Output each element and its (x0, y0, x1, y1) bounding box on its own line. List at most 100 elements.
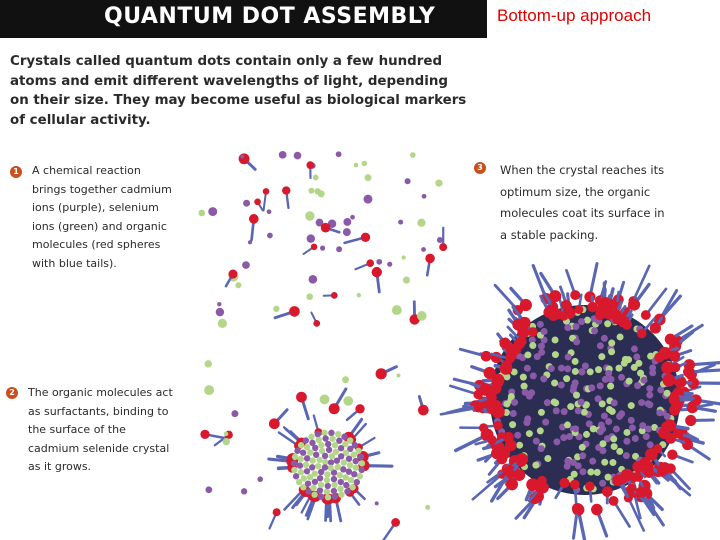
crystal-ion (357, 453, 365, 461)
crystal-ion (314, 430, 322, 438)
crystal-ion (588, 384, 596, 392)
crystal-ion (605, 369, 613, 377)
molecule-head (496, 453, 508, 465)
cadmium-ion (421, 247, 426, 252)
crystal-ion (321, 429, 328, 437)
cadmium-ion (315, 218, 324, 227)
crystal-ion (572, 323, 580, 331)
crystal-ion (571, 367, 579, 375)
crystal-ion (294, 447, 301, 454)
crystal-ion (325, 446, 333, 454)
crystal-ion (330, 487, 338, 495)
selenium-ion (342, 376, 349, 384)
crystal-ion (316, 475, 324, 482)
selenium-ion (401, 255, 406, 260)
crystal-ion (310, 484, 317, 491)
title-bar: QUANTUM DOT ASSEMBLY (0, 0, 487, 38)
crystal-ion (347, 476, 355, 484)
crystal-ion (338, 491, 345, 498)
molecule-head (371, 266, 382, 278)
crystal-ion (304, 480, 312, 487)
crystal-ion (557, 381, 565, 389)
crystal-ion (317, 481, 325, 489)
crystal-ion (599, 425, 607, 433)
molecule-head (330, 292, 338, 299)
crystal-ion (605, 418, 613, 426)
crystal-ion (630, 363, 638, 371)
cadmium-ion (267, 232, 273, 239)
crystal-ion (560, 408, 568, 416)
crystal-ion (334, 463, 341, 471)
crystal-ion (567, 403, 575, 411)
crystal-ion (524, 351, 532, 359)
crystal-ion (596, 342, 604, 350)
molecule-head (559, 477, 570, 489)
molecule-head (610, 309, 622, 321)
crystal-ion (317, 493, 325, 500)
crystal-ion (627, 402, 635, 410)
crystal-ion (341, 433, 348, 440)
crystal-ion (570, 470, 578, 478)
crystal-ion (312, 444, 319, 452)
molecule-head (670, 362, 681, 373)
crystal-ion (573, 338, 581, 346)
crystal-ion (344, 488, 351, 495)
crystal-ion (314, 462, 322, 470)
crystal-ion (601, 375, 609, 383)
crystal-ion (564, 457, 572, 465)
crystal-ion (572, 425, 580, 433)
crystal-ion (589, 425, 597, 433)
crystal-ion (297, 455, 304, 463)
crystal-ion (343, 481, 350, 489)
crystal-ion (580, 408, 588, 416)
crystal-ion (638, 427, 646, 435)
cadmium-ion (342, 228, 351, 237)
crystal-ion (318, 441, 325, 449)
crystal-ion (591, 327, 599, 335)
crystal-ion (623, 428, 631, 436)
crystal-ion (331, 493, 339, 500)
crystal-ion (552, 407, 560, 415)
crystal-ion (564, 324, 572, 332)
crystal-ion (585, 420, 593, 428)
crystal-ion (663, 389, 671, 397)
crystal-ion (337, 478, 344, 486)
crystal-ion (578, 368, 586, 376)
crystal-ion (296, 462, 304, 469)
molecule-head (664, 333, 676, 345)
selenium-ion (356, 292, 362, 298)
molecule-head (493, 420, 503, 431)
molecule-head (663, 419, 676, 432)
selenium-ion (312, 174, 319, 181)
cadmium-ion (215, 307, 225, 317)
stage-3-coated-quantum-dot (439, 262, 720, 540)
molecule-head (635, 486, 648, 498)
crystal-ion (297, 469, 305, 476)
crystal-ion (332, 448, 340, 455)
crystal-ion (635, 359, 643, 367)
molecule-head (355, 404, 365, 414)
crystal-ion (604, 473, 612, 481)
crystal-ion (352, 457, 359, 465)
crystal-ion (342, 440, 349, 448)
selenium-ion (402, 276, 411, 284)
molecule-head (683, 366, 695, 378)
crystal-ion (324, 440, 332, 448)
selenium-ion (391, 305, 402, 316)
crystal-ion (589, 457, 597, 465)
crystal-ion (656, 409, 664, 417)
intro-text: Crystals called quantum dots contain onl… (10, 54, 467, 128)
crystal-ion (638, 399, 646, 407)
crystal-ion (574, 407, 582, 415)
step-1: A chemical reaction brings together cadm… (32, 162, 172, 274)
crystal-ion (316, 456, 323, 464)
crystal-ion (599, 479, 607, 487)
molecule-head (570, 290, 581, 301)
step-2: The organic molecules act as surfactants… (28, 384, 178, 477)
molecule-tail (439, 406, 480, 416)
crystal-ion (577, 318, 585, 326)
cadmium-ion (278, 150, 287, 159)
crystal-ion (579, 468, 587, 476)
crystal-ion (337, 445, 345, 452)
